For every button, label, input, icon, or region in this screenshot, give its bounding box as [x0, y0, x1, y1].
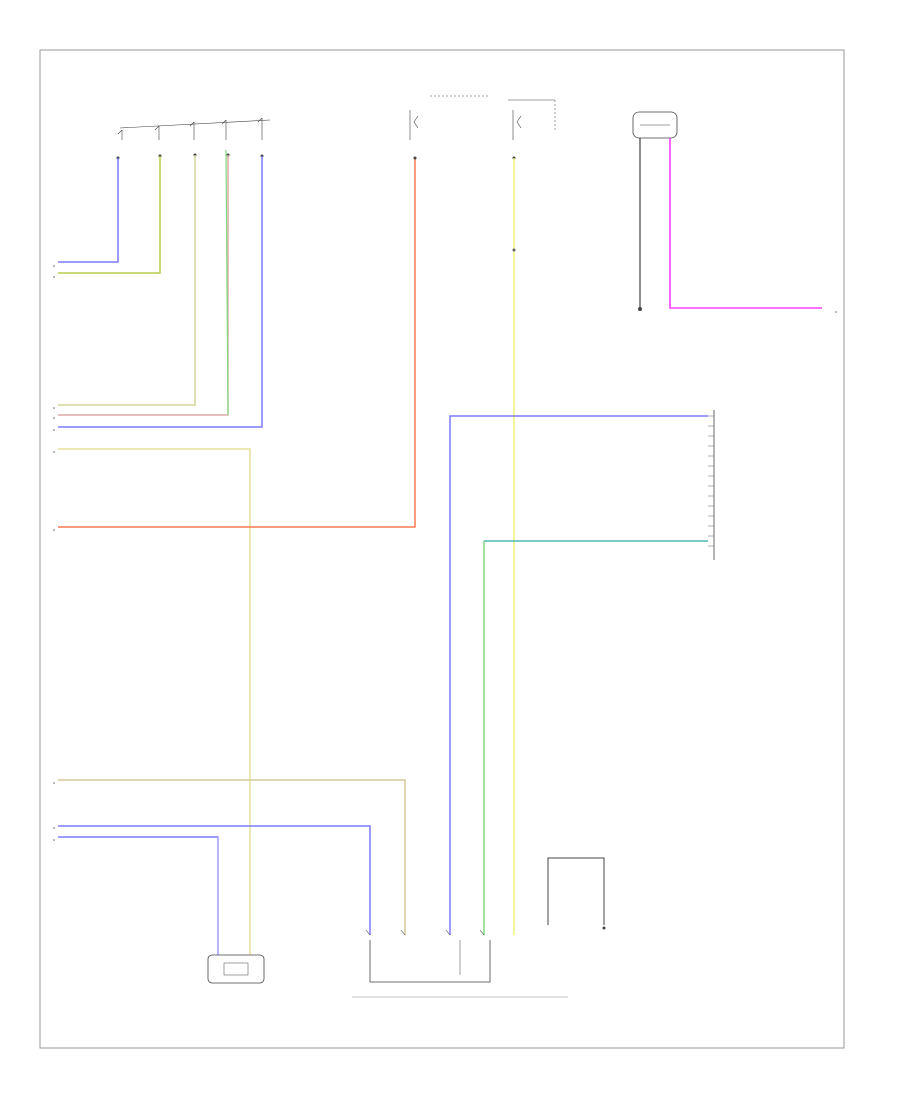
- fuse-block: [409, 95, 556, 160]
- pin-dot: [53, 265, 55, 267]
- wire-dark-loop: [547, 857, 605, 925]
- pin-dot: [53, 407, 55, 409]
- pin-dot: [53, 417, 55, 419]
- pin-dot: [53, 827, 55, 829]
- audio-camera-module: [352, 929, 568, 998]
- wire-orange: [58, 158, 416, 528]
- camera-lens: [223, 962, 249, 976]
- pin-dot: [53, 839, 55, 841]
- left-rear-speaker: [632, 111, 678, 311]
- splice-node: [512, 248, 516, 252]
- wire-blue-5: [58, 836, 219, 955]
- fuse-node: [413, 156, 417, 160]
- speaker-body: [632, 111, 678, 139]
- wire-blue-3: [449, 415, 708, 935]
- pin-dot: [53, 451, 55, 453]
- wire-tan-2: [58, 448, 251, 955]
- wire-blue-2: [58, 156, 263, 428]
- rear-view-camera: [207, 954, 265, 984]
- wire-magenta: [669, 138, 822, 309]
- wire-pink: [58, 155, 229, 416]
- wire-blue-1: [58, 158, 119, 263]
- wire-yellow-green: [58, 156, 161, 274]
- module-body: [369, 940, 491, 983]
- wire-tan-1: [58, 155, 196, 406]
- pin-dot: [53, 276, 55, 278]
- ground-node: [638, 307, 642, 311]
- right-front-door-module-connector: [116, 117, 271, 160]
- pin-dot: [53, 782, 55, 784]
- wire-green-top: [225, 149, 229, 416]
- wire-tan-3: [58, 779, 406, 935]
- pin-dot: [835, 311, 837, 313]
- ground-node: [602, 926, 606, 930]
- diagram-frame: [39, 49, 845, 1049]
- wire-blue-4: [58, 825, 371, 935]
- pin-dot: [53, 529, 55, 531]
- camera-body: [207, 954, 265, 984]
- pin-dot: [53, 429, 55, 431]
- central-gateway-connector: [708, 410, 715, 560]
